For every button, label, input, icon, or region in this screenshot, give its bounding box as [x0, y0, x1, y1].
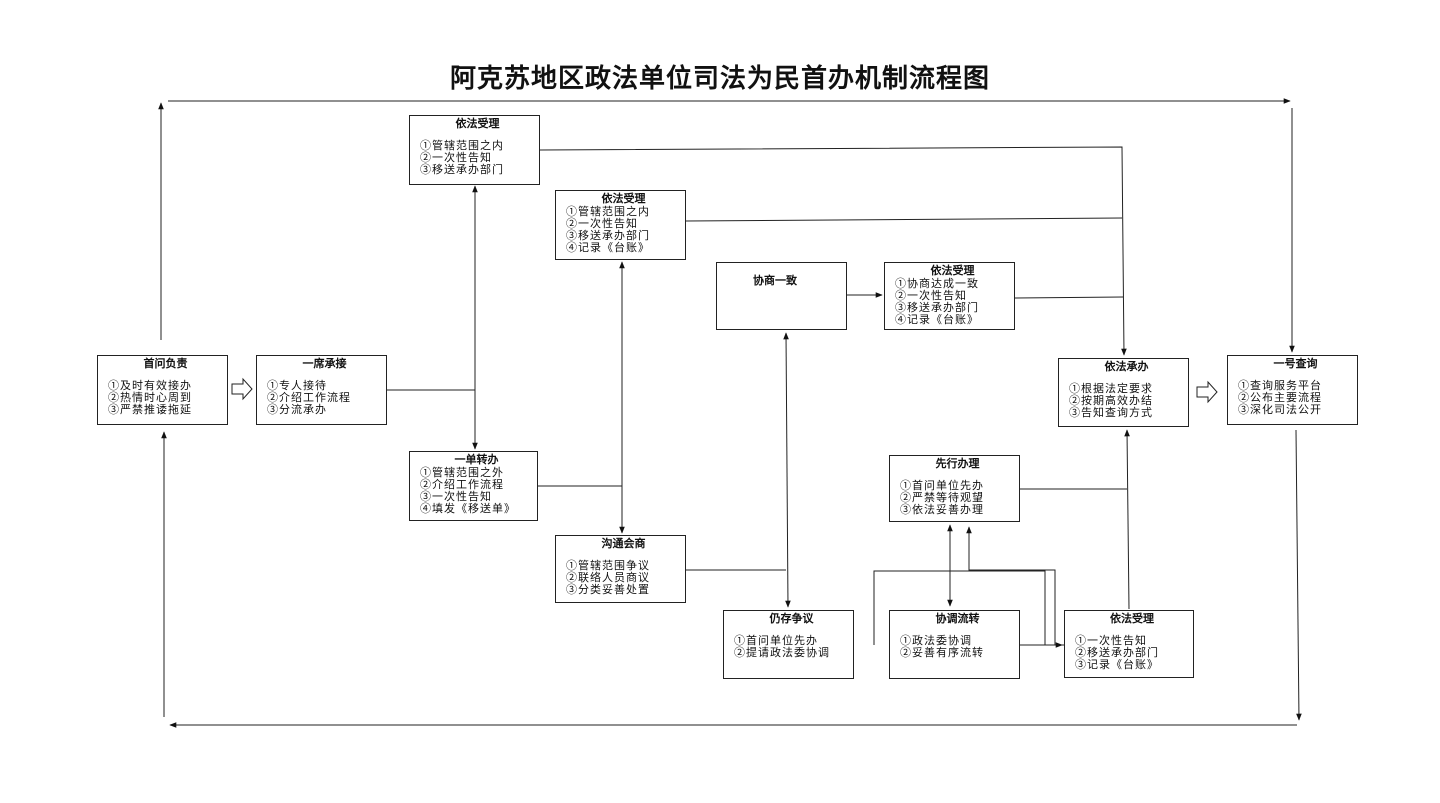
node-item: ①政法委协调 — [900, 634, 972, 647]
node-item: ①一次性告知 — [1075, 634, 1147, 647]
node-title: 一单转办 — [454, 453, 499, 466]
node-item: ①管辖范围之内 — [566, 205, 650, 218]
node-item: ②一次性告知 — [895, 289, 967, 302]
connector-rengcun-xietiao — [873, 570, 1046, 645]
node-title: 协调流转 — [935, 612, 980, 625]
node-item: ②一次性告知 — [566, 217, 638, 230]
node-title: 首问负责 — [143, 357, 188, 370]
node-item: ②介绍工作流程 — [267, 391, 351, 404]
node-item: ②联络人员商议 — [566, 571, 650, 584]
node-item: ②介绍工作流程 — [420, 478, 504, 491]
node-item: ③依法妥善办理 — [900, 503, 984, 516]
node-item: ①管辖范围之内 — [420, 139, 504, 152]
node-xietiao: 协调流转 ①政法委协调 ②妥善有序流转 — [889, 610, 1020, 679]
node-yidan: 一单转办 ①管辖范围之外 ②介绍工作流程 ③一次性告知 ④填发《移送单》 — [409, 451, 538, 521]
node-xieshang: 协商一致 — [716, 262, 847, 330]
node-item: ③分流承办 — [267, 403, 327, 416]
node-chengban: 依法承办 ①根据法定要求 ②按期高效办结 ③告知查询方式 — [1058, 358, 1189, 427]
node-item: ③移送承办部门 — [895, 301, 979, 314]
node-item: ③记录《台账》 — [1075, 658, 1159, 671]
node-shouwen: 首问负责 ①及时有效接办 ②热情时心周到 ③严禁推诿拖延 — [97, 355, 228, 425]
node-item: ②热情时心周到 — [108, 391, 192, 404]
node-item: ①管辖范围争议 — [566, 559, 650, 572]
node-item: ④记录《台账》 — [895, 313, 979, 326]
node-item: ①根据法定要求 — [1069, 382, 1153, 395]
node-item: ②按期高效办结 — [1069, 394, 1153, 407]
node-item: ②严禁等待观望 — [900, 491, 984, 504]
page-title: 阿克苏地区政法单位司法为民首办机制流程图 — [449, 64, 990, 94]
node-yixi: 一席承接 ①专人接待 ②介绍工作流程 ③分流承办 — [256, 355, 387, 425]
node-item: ③移送承办部门 — [566, 229, 650, 242]
node-title: 依法受理 — [1110, 612, 1154, 625]
connector-yifa2-bus — [685, 217, 1123, 222]
hollow-arrow-left — [231, 377, 253, 401]
connector-yifa4-chengban — [1124, 429, 1130, 610]
node-title: 依法承办 — [1104, 360, 1149, 373]
node-item: ①协商达成一致 — [895, 277, 979, 290]
node-item: ①首问单位先办 — [734, 634, 818, 647]
node-item: ③分类妥善处置 — [566, 583, 650, 596]
node-title: 仍存争议 — [769, 612, 814, 625]
connector-right-lower — [1295, 429, 1302, 721]
node-yifa3: 依法受理 ①协商达成一致 ②一次性告知 ③移送承办部门 ④记录《台账》 — [884, 262, 1015, 330]
connector-yifa1-chengban — [539, 146, 1127, 356]
node-item: ④记录《台账》 — [566, 241, 650, 254]
node-item: ③一次性告知 — [420, 490, 492, 503]
node-title: 协商一致 — [753, 274, 797, 287]
node-goutong: 沟通会商 ①管辖范围争议 ②联络人员商议 ③分类妥善处置 — [555, 535, 686, 603]
node-item: ③严禁推诿拖延 — [108, 403, 192, 416]
node-yifa4: 依法受理 ①一次性告知 ②移送承办部门 ③记录《台账》 — [1064, 610, 1194, 678]
node-item: ②一次性告知 — [420, 151, 492, 164]
node-item: ③告知查询方式 — [1069, 406, 1153, 419]
node-item: ③移送承办部门 — [420, 163, 504, 176]
node-item: ②提请政法委协调 — [734, 646, 830, 659]
node-title: 一席承接 — [302, 357, 347, 370]
node-xianxing: 先行办理 ①首问单位先办 ②严禁等待观望 ③依法妥善办理 — [889, 455, 1020, 522]
node-title: 依法受理 — [455, 117, 500, 130]
node-yifa2: 依法受理 ①管辖范围之内 ②一次性告知 ③移送承办部门 ④记录《台账》 — [555, 190, 686, 260]
node-item: ②移送承办部门 — [1075, 646, 1159, 659]
node-item: ②妥善有序流转 — [900, 646, 984, 659]
node-title: 依法受理 — [930, 264, 975, 277]
node-title: 先行办理 — [935, 457, 980, 470]
connector-xieshang-rengcun — [783, 332, 791, 608]
node-item: ③深化司法公开 — [1238, 403, 1322, 416]
node-title: 依法受理 — [601, 192, 646, 205]
node-title: 沟通会商 — [601, 537, 646, 550]
hollow-arrow-right — [1196, 380, 1218, 404]
node-chaxun: 一号查询 ①查询服务平台 ②公布主要流程 ③深化司法公开 — [1227, 355, 1358, 425]
node-item: ①及时有效接办 — [108, 379, 192, 392]
connector-yifa3-bus — [1014, 296, 1124, 299]
node-yifa1: 依法受理 ①管辖范围之内 ②一次性告知 ③移送承办部门 — [409, 115, 540, 185]
node-item: ①专人接待 — [267, 379, 327, 392]
node-title: 一号查询 — [1273, 357, 1318, 370]
node-item: ①首问单位先办 — [900, 479, 984, 492]
node-item: ④填发《移送单》 — [420, 502, 516, 515]
node-item: ①查询服务平台 — [1238, 379, 1322, 392]
node-item: ②公布主要流程 — [1238, 391, 1322, 404]
node-rengcun: 仍存争议 ①首问单位先办 ②提请政法委协调 — [723, 610, 854, 679]
node-item: ①管辖范围之外 — [420, 466, 504, 479]
